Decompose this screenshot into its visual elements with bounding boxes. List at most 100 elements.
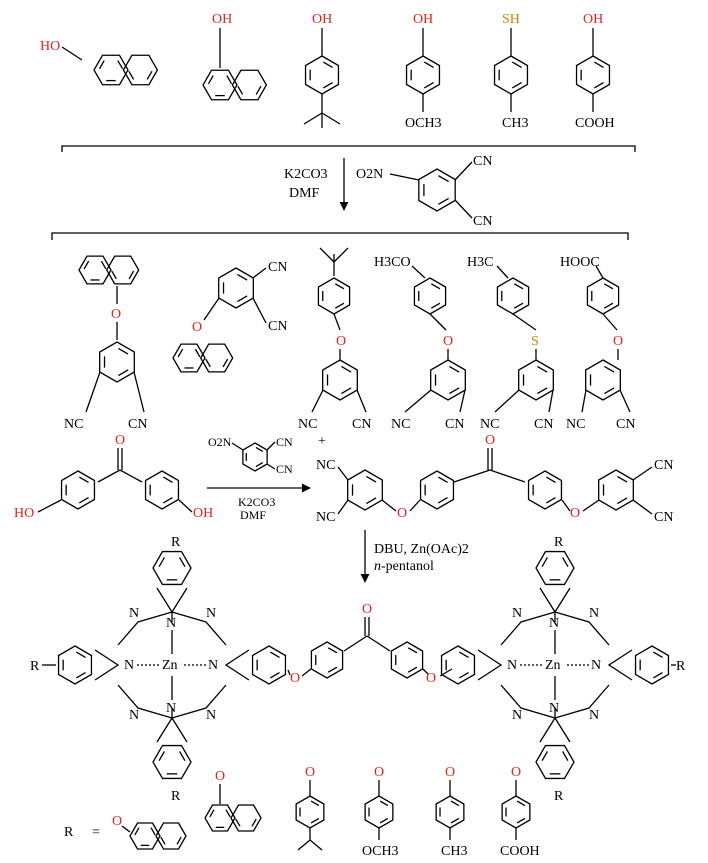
benzene-ring: [430, 359, 466, 401]
label-nc: NC: [566, 417, 585, 432]
benzene-ring: [435, 795, 465, 829]
label-ch3: CH3: [441, 844, 467, 859]
label-cn: CN: [268, 260, 287, 275]
phthalonitrile-naphthyloxy-2: O NC CN: [64, 255, 147, 432]
label-nc: NC: [391, 417, 410, 432]
ring-outline: [93, 54, 129, 86]
reagent-dmf: DMF: [289, 186, 320, 201]
benzene-ring: [242, 442, 268, 472]
ring-double-bond: [269, 651, 280, 658]
label-n: N: [512, 606, 522, 621]
ring-outline: [57, 645, 93, 685]
label-cn: CN: [654, 458, 673, 473]
ring-double-bond: [430, 302, 441, 309]
ring-outline: [155, 822, 187, 850]
bracket-products: [51, 232, 629, 240]
benzene-ring: [535, 550, 575, 586]
ring-outline: [518, 359, 554, 401]
ring-outline: [60, 470, 96, 510]
label-cn: CN: [473, 214, 492, 229]
label-nc: NC: [64, 417, 83, 432]
benzene-ring: [418, 168, 456, 212]
benzene-ring: [310, 641, 344, 679]
ring-outline: [99, 341, 135, 383]
ring-double-bond: [179, 751, 186, 762]
label-o: O: [445, 765, 455, 780]
ring-double-bond: [150, 827, 156, 836]
label-o: O: [111, 307, 121, 322]
ring-double-bond: [437, 476, 448, 483]
ring-double-bond: [255, 446, 264, 452]
ring-double-bond: [430, 283, 441, 290]
ring-double-bond: [269, 672, 280, 679]
label-cooh: COOH: [500, 844, 540, 859]
ring-double-bond: [134, 827, 140, 836]
ring-double-bond: [423, 61, 434, 68]
phthalocyanine-right: N N N N N N N N Zn R R R: [440, 535, 686, 804]
label-cooh: COOH: [575, 116, 615, 131]
benzene-ring: [152, 550, 192, 586]
benzene-ring: [230, 804, 262, 832]
ring-double-bond: [310, 800, 320, 807]
ring-outline: [199, 343, 234, 373]
ring-double-bond: [652, 672, 663, 679]
substituent-methoxyphenoxy: O OCH3: [362, 765, 399, 859]
benzene-ring: [419, 470, 455, 510]
ring-double-bond: [310, 817, 320, 824]
benzene-ring: [105, 255, 140, 285]
step2-reagents: O2N CN CN + K2CO3 DMF: [207, 434, 326, 522]
ring-outline: [527, 470, 563, 510]
substituent-2-naphthyloxy: O: [112, 814, 187, 850]
label-o: O: [112, 814, 122, 829]
label-n: N: [591, 658, 601, 673]
benzene-ring: [144, 470, 180, 510]
phthalonitrile-methoxyphenoxy: H3CO O NC CN: [374, 255, 466, 432]
benzene-ring: [405, 55, 441, 95]
ring-double-bond: [322, 61, 333, 68]
benzene-ring: [60, 470, 96, 510]
reactant-tert-butylphenol: OH: [303, 12, 341, 128]
label-ho: HO: [14, 506, 34, 521]
benzene-ring: [634, 645, 670, 685]
label-n: N: [206, 708, 216, 723]
label-plus: +: [318, 434, 326, 449]
ring-double-bond: [449, 387, 460, 395]
ring-double-bond: [235, 818, 241, 827]
ring-double-bond: [118, 369, 129, 377]
ring-double-bond: [83, 260, 90, 270]
ring-outline: [419, 470, 455, 510]
benzene-ring: [575, 55, 611, 95]
substituent-methylphenoxy: O CH3: [435, 765, 467, 859]
ring-double-bond: [160, 836, 166, 845]
ring-outline: [251, 645, 287, 685]
ring-outline: [535, 550, 575, 586]
ring-double-bond: [516, 817, 526, 824]
ring-outline: [204, 804, 236, 832]
benzene-ring: [251, 645, 287, 685]
label-oh: OH: [212, 12, 232, 27]
benzene-ring: [501, 795, 531, 829]
ring-double-bond: [545, 497, 556, 504]
ring-outline: [390, 641, 424, 679]
linker-benzophenone: O O O: [287, 602, 453, 686]
ring-outline: [230, 804, 262, 832]
label-o: O: [426, 671, 436, 686]
label-h3co: H3CO: [374, 255, 411, 270]
label-n: N: [549, 701, 559, 716]
ring-double-bond: [513, 302, 524, 309]
ring-outline: [202, 69, 238, 101]
ring-double-bond: [603, 302, 614, 309]
benzene-ring: [199, 343, 234, 373]
benzene-ring: [496, 277, 530, 315]
ring-double-bond: [562, 557, 569, 568]
ring-double-bond: [604, 387, 615, 395]
reagent-k2co3: K2CO3: [284, 167, 328, 182]
ring-double-bond: [458, 672, 469, 679]
ring-double-bond: [437, 497, 448, 504]
ring-double-bond: [334, 283, 345, 290]
ring-outline: [78, 255, 112, 285]
ring-double-bond: [407, 647, 418, 654]
ring-double-bond: [322, 82, 333, 89]
label-r: R: [554, 535, 564, 550]
ring-outline: [535, 744, 575, 780]
